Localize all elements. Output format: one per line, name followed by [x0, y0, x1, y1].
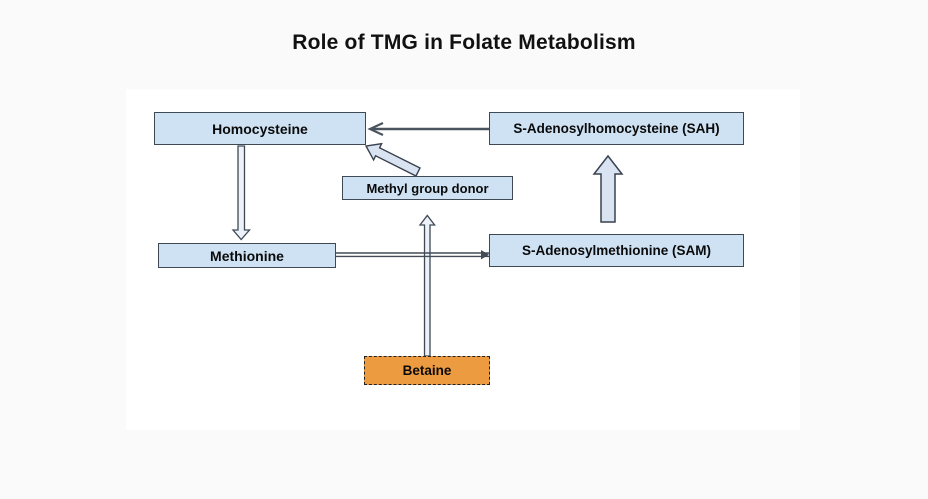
node-sah: S-Adenosylhomocysteine (SAH): [489, 112, 744, 145]
node-methyl-group-donor: Methyl group donor: [342, 176, 513, 200]
arrow-methyl-donor-to-homocysteine-icon: [364, 142, 421, 177]
arrow-sah-to-homocysteine-icon: [367, 122, 489, 136]
node-methionine-label: Methionine: [210, 247, 284, 264]
arrow-sam-to-sah-icon: [592, 154, 624, 223]
node-homocysteine-label: Homocysteine: [212, 120, 308, 137]
node-methionine: Methionine: [158, 243, 336, 268]
node-sah-label: S-Adenosylhomocysteine (SAH): [513, 121, 720, 136]
arrow-homocysteine-to-methionine-icon: [231, 145, 251, 241]
arrow-betaine-to-methyl-donor-icon: [418, 214, 436, 357]
node-betaine-label: Betaine: [402, 363, 452, 378]
node-methyl-group-donor-label: Methyl group donor: [366, 180, 489, 196]
page-title: Role of TMG in Folate Metabolism: [292, 31, 636, 54]
node-sam-label: S-Adenosylmethionine (SAM): [521, 243, 711, 258]
node-sam: S-Adenosylmethionine (SAM): [489, 234, 744, 267]
connector-methionine-to-sam-icon: [336, 250, 489, 260]
node-betaine: Betaine: [364, 356, 490, 385]
node-homocysteine: Homocysteine: [154, 112, 366, 145]
